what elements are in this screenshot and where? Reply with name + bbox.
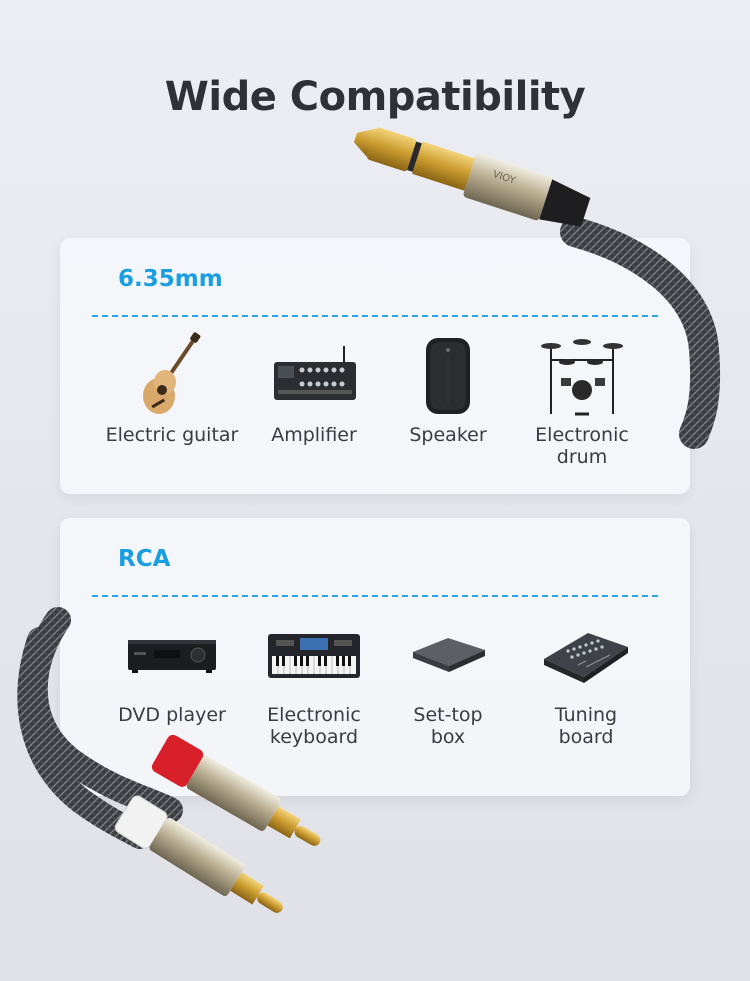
drum-kit-icon: [507, 330, 657, 420]
divider: [92, 595, 658, 597]
keyboard-icon: [239, 610, 389, 700]
panel-6-35mm: 6.35mm Electric guitar: [60, 238, 690, 494]
item-label: Set-top box: [413, 704, 483, 748]
panel-rca: RCA DVD player: [60, 518, 690, 796]
section-title-rca: RCA: [118, 546, 171, 572]
item-label: Electric guitar: [105, 424, 239, 446]
mixing-board-icon: [511, 610, 661, 700]
amplifier-icon: [239, 330, 389, 420]
item-label: Electronic drum: [535, 424, 629, 468]
item-speaker: Speaker: [373, 330, 523, 446]
item-set-top-box: Set-top box: [373, 610, 523, 748]
item-label: Speaker: [409, 424, 487, 446]
item-label: Amplifier: [271, 424, 357, 446]
item-label: Electronic keyboard: [267, 704, 361, 748]
speaker-icon: [373, 330, 523, 420]
item-tuning-board: Tuning board: [511, 610, 661, 748]
section-title-6-35mm: 6.35mm: [118, 266, 223, 292]
item-electric-guitar: Electric guitar: [97, 330, 247, 446]
item-amplifier: Amplifier: [239, 330, 389, 446]
item-label: Tuning board: [554, 704, 618, 748]
guitar-icon: [97, 330, 247, 420]
divider: [92, 315, 658, 317]
item-label: DVD player: [118, 704, 226, 726]
page-title: Wide Compatibility: [164, 74, 586, 120]
set-top-box-icon: [373, 610, 523, 700]
item-electronic-keyboard: Electronic keyboard: [239, 610, 389, 748]
item-dvd-player: DVD player: [97, 610, 247, 726]
plug-brand-text: VIOY: [491, 169, 517, 187]
dvd-player-icon: [97, 610, 247, 700]
item-electronic-drum: Electronic drum: [507, 330, 657, 468]
